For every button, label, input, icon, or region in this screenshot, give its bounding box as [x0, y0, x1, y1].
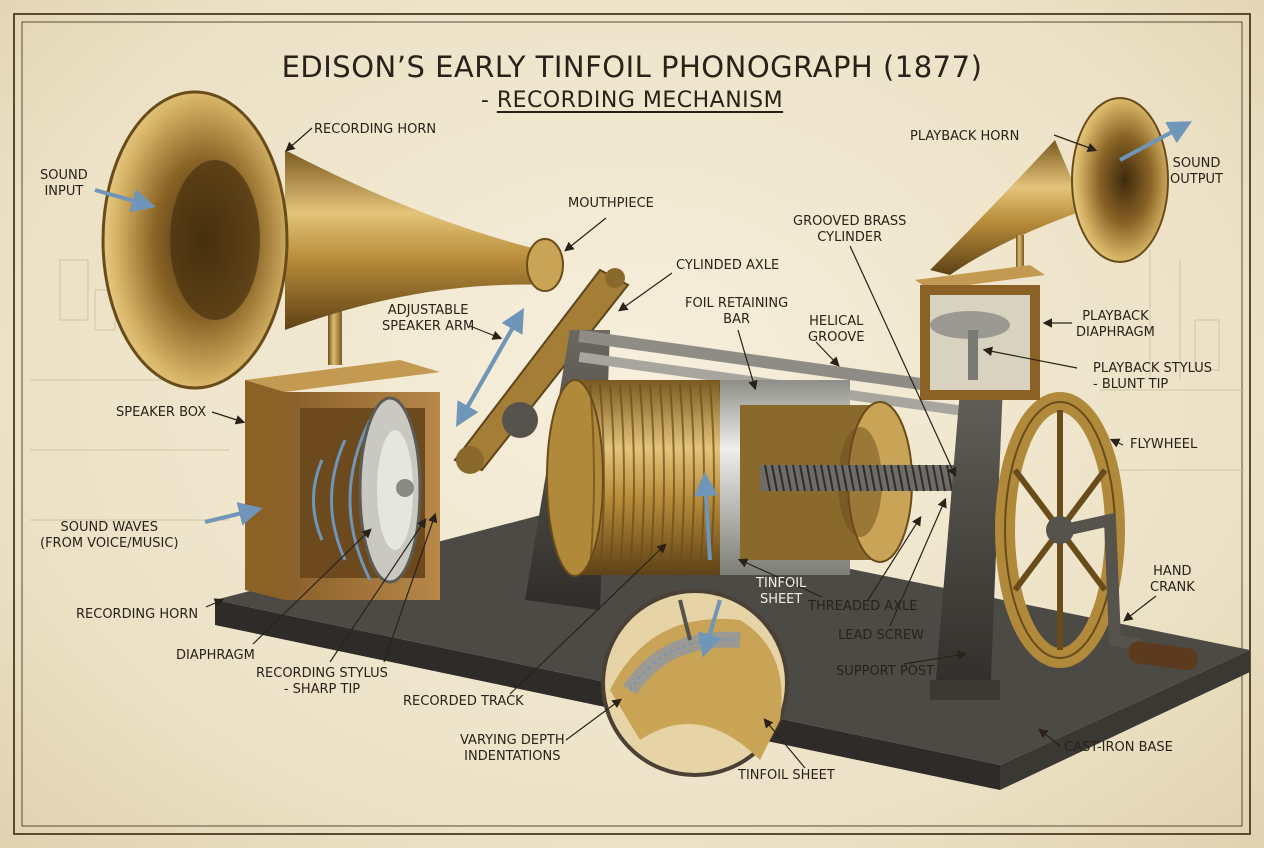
diagram-subtitle: - RECORDING MECHANISM	[480, 88, 784, 113]
flywheel-shape	[995, 392, 1125, 668]
label-recording-stylus: RECORDING STYLUS- SHARP TIP	[256, 666, 388, 697]
label-tinfoil-sheet-inset: TINFOIL SHEET	[738, 768, 835, 783]
label-playback-stylus: PLAYBACK STYLUS- BLUNT TIP	[1093, 361, 1213, 392]
playback-horn-shape	[930, 97, 1169, 275]
brass-cylinder-shape	[546, 379, 745, 577]
frame-outer	[13, 13, 1251, 835]
inset-magnifier-shape	[601, 589, 789, 777]
label-cylinded-axle: CYLINDED AXLE	[676, 258, 780, 273]
hand-crank-shape	[1063, 512, 1199, 671]
playback-box-shape	[915, 265, 1045, 400]
diagram-title: EDISON’S EARLY TINFOIL PHONOGRAPH (1877)	[281, 50, 983, 84]
label-recording-horn-bottom: RECORDING HORN	[76, 607, 199, 622]
label-cast-iron-base: CAST-IRON BASE	[1064, 740, 1173, 755]
background-sketch	[30, 250, 1245, 521]
label-playback-horn: PLAYBACK HORN	[910, 129, 1020, 144]
label-lead-screw: LEAD SCREW	[838, 628, 924, 643]
sound-arrows	[94, 121, 1193, 658]
label-mouthpiece: MOUTHPIECE	[568, 196, 654, 211]
frame-inner	[21, 21, 1243, 827]
right-support-shape	[930, 330, 1005, 700]
label-sound-waves: SOUND WAVES(FROM VOICE/MUSIC)	[40, 520, 179, 551]
label-recorded-track: RECORDED TRACK	[403, 694, 524, 709]
leader-lines	[205, 127, 1157, 769]
label-flywheel: FLYWHEEL	[1130, 437, 1198, 452]
label-recording-horn-top: RECORDING HORN	[314, 122, 437, 137]
label-diaphragm: DIAPHRAGM	[176, 648, 255, 663]
speaker-arm-shape	[453, 268, 630, 474]
threaded-axle-shape	[760, 464, 960, 492]
recording-horn-shape	[101, 90, 564, 390]
label-threaded-axle: THREADED AXLE	[808, 599, 918, 614]
label-support-post: SUPPORT POST	[836, 664, 935, 679]
diaphragm-shape	[358, 396, 422, 584]
label-speaker-box: SPEAKER BOX	[116, 405, 207, 420]
